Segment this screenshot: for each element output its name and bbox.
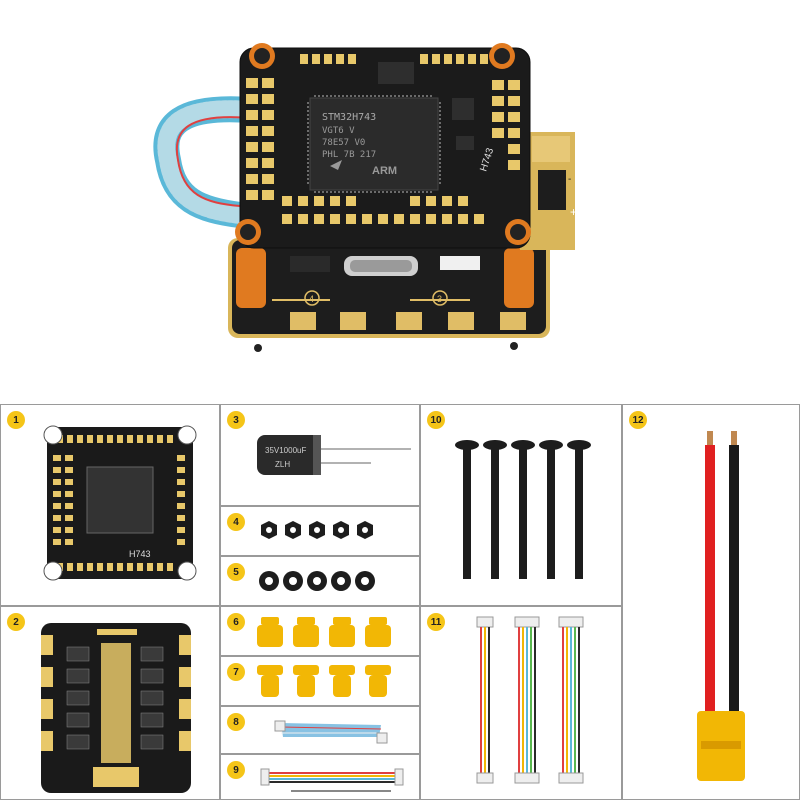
item-cell-10: 10 (420, 404, 622, 606)
item-number-badge: 12 (629, 411, 647, 429)
package-contents-grid: 1 H743 2 (0, 404, 800, 800)
flight-controller-image: H743 (43, 425, 197, 581)
item-number-badge: 10 (427, 411, 445, 429)
capacitor-image: 35V1000uF ZLH (257, 435, 411, 475)
fc-board-label: H743 (129, 549, 151, 559)
item-cell-3: 3 35V1000uF ZLH (220, 404, 420, 506)
chip-line-2: VGT6 V (322, 126, 355, 136)
item-cell-8: 8 (220, 706, 420, 754)
item-cell-6: 6 (220, 606, 420, 656)
flight-controller-hero: STM32H743 VGT6 V 78E57 V0 PHL 7B 217 ARM… (235, 43, 531, 249)
item-number-badge: 7 (227, 663, 245, 681)
item-cell-2: 2 (0, 606, 220, 800)
item-number-badge: 8 (227, 713, 245, 731)
item-number-badge: 1 (7, 411, 25, 429)
ribbon-cable-a-image (274, 720, 388, 744)
minus-label: - (568, 174, 571, 185)
item-cell-7: 7 (220, 656, 420, 706)
chip-line-1: STM32H743 (322, 112, 376, 123)
chip-line-4: PHL 7B 217 (322, 150, 376, 160)
capacitor-brand: ZLH (275, 460, 290, 469)
hex-nuts-image (261, 521, 373, 539)
item-cell-4: 4 (220, 506, 420, 556)
item-number-badge: 4 (227, 513, 245, 531)
item-cell-12: 12 (622, 404, 800, 800)
damping-grommets-a-image (257, 617, 391, 647)
rubber-washers-image (259, 571, 375, 591)
capacitor-rating: 35V1000uF (265, 446, 306, 455)
port-label-4: 4 (309, 294, 314, 304)
item-number-badge: 11 (427, 613, 445, 631)
item-cell-9: 9 (220, 754, 420, 800)
esc-board-image (41, 623, 191, 793)
xt60-power-lead-image (697, 431, 745, 781)
chip-line-3: 78E57 V0 (322, 138, 365, 148)
ribbon-cable-b-image (260, 768, 404, 792)
item-number-badge: 5 (227, 563, 245, 581)
item-number-badge: 3 (227, 411, 245, 429)
item-cell-5: 5 (220, 556, 420, 606)
plus-label: + (570, 205, 577, 219)
chip-brand: ARM (372, 165, 397, 177)
product-hero-image: 4 3 - + (0, 0, 800, 400)
esc-board-hero: 4 3 - + (228, 132, 577, 352)
item-number-badge: 2 (7, 613, 25, 631)
ribbon-cable-hero (153, 96, 263, 228)
item-cell-11: 11 (420, 606, 622, 800)
mounting-screws-image (455, 440, 591, 579)
item-number-badge: 9 (227, 761, 245, 779)
jst-cables-image (476, 616, 584, 784)
damping-grommets-b-image (257, 665, 391, 697)
port-label-3: 3 (437, 294, 442, 304)
item-number-badge: 6 (227, 613, 245, 631)
item-cell-1: 1 H743 (0, 404, 220, 606)
